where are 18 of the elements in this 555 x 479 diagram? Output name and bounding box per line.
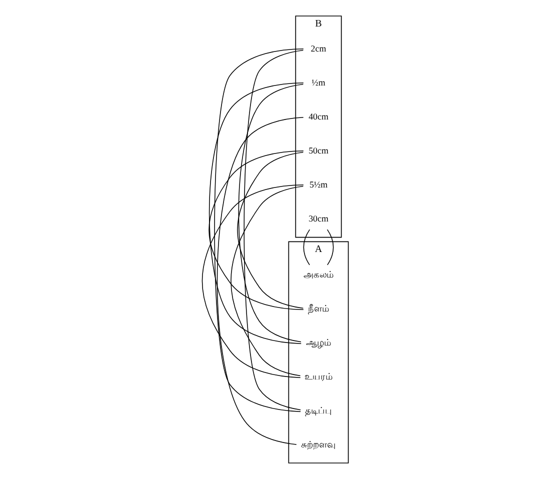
connector	[208, 150, 304, 310]
node-text: 40cm	[308, 112, 328, 122]
node-text: 50cm	[308, 146, 328, 156]
node-text: ½m	[312, 78, 326, 88]
connector	[214, 48, 304, 412]
node-text: உயரம்	[304, 372, 332, 382]
connector	[216, 117, 304, 445]
node-text: 30cm	[308, 214, 328, 224]
connector	[208, 82, 304, 344]
node-text: 5½m	[309, 180, 328, 190]
node-text: நீளம்	[308, 304, 329, 314]
node-text: சுற்றளவு	[300, 440, 336, 450]
node-text: ஆழம்	[306, 338, 331, 348]
connector	[303, 229, 334, 266]
node-text: 2cm	[310, 44, 326, 54]
connector	[202, 184, 304, 378]
node-text: தடிப்பு	[304, 406, 332, 416]
node-text: அகலம்	[303, 270, 334, 280]
